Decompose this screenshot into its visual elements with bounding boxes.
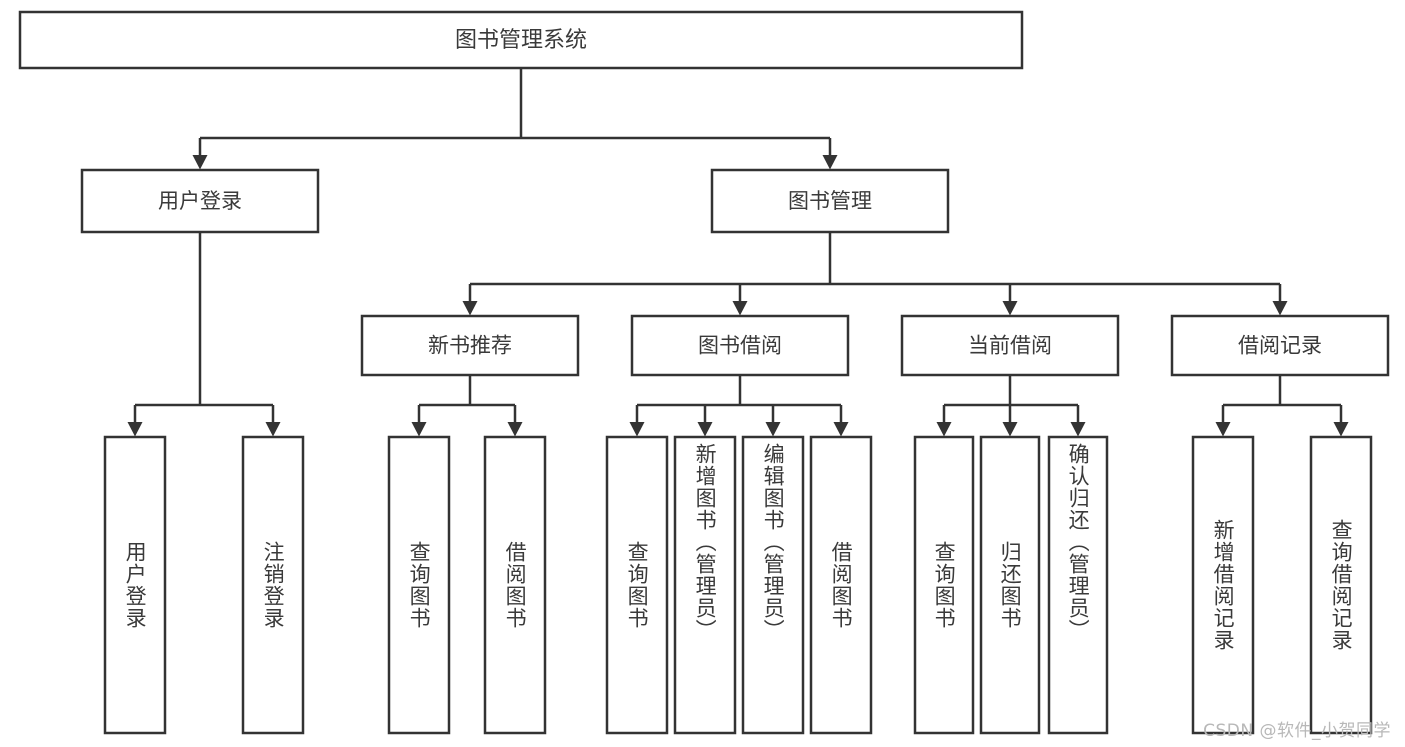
watermark-label: CSDN @软件_小贺同学: [1203, 721, 1391, 741]
node-leaf-add-borrow-record[interactable]: [1191, 435, 1255, 735]
arrow-head-icon: [1002, 422, 1018, 437]
node-leaf-add-book-admin[interactable]: [673, 435, 737, 735]
node-label-book-manage: 图书管理: [788, 189, 872, 213]
node-leaf-query-borrow-record[interactable]: [1309, 435, 1373, 735]
connector-group: [192, 68, 838, 170]
arrow-head-icon: [732, 301, 748, 316]
node-box-borrow-record[interactable]: [1170, 314, 1390, 377]
node-box-leaf-borrow-book[interactable]: [809, 435, 873, 735]
node-box-root[interactable]: [18, 10, 1024, 70]
node-new-book-recommend[interactable]: 新书推荐: [360, 314, 580, 377]
arrow-head-icon: [192, 155, 208, 170]
arrow-head-icon: [1272, 301, 1288, 316]
connector-group: [462, 232, 1288, 316]
arrow-head-icon: [1070, 422, 1086, 437]
node-leaf-borrow-book-rec[interactable]: [483, 435, 547, 735]
connector-group: [1215, 375, 1349, 437]
node-leaf-user-login[interactable]: [103, 435, 167, 735]
node-label-root: 图书管理系统: [455, 28, 587, 53]
arrow-head-icon: [507, 422, 523, 437]
connector-group: [629, 375, 849, 437]
arrow-head-icon: [411, 422, 427, 437]
node-label-book-borrow: 图书借阅: [698, 334, 782, 358]
node-leaf-query-book-rec[interactable]: [387, 435, 451, 735]
node-leaf-borrow-book[interactable]: [809, 435, 873, 735]
node-leaf-logout[interactable]: [241, 435, 305, 735]
node-box-leaf-query-book-borrow[interactable]: [605, 435, 669, 735]
node-box-leaf-logout[interactable]: [241, 435, 305, 735]
node-leaf-confirm-return-admin[interactable]: [1047, 435, 1109, 735]
arrow-head-icon: [1333, 422, 1349, 437]
node-box-leaf-add-borrow-record[interactable]: [1191, 435, 1255, 735]
node-current-borrow[interactable]: 当前借阅: [900, 314, 1120, 377]
arrow-head-icon: [462, 301, 478, 316]
node-label-user-login: 用户登录: [158, 189, 242, 213]
node-box-leaf-user-login[interactable]: [103, 435, 167, 735]
node-label-borrow-record: 借阅记录: [1238, 334, 1322, 358]
node-leaf-query-book-borrow[interactable]: [605, 435, 669, 735]
node-borrow-record[interactable]: 借阅记录: [1170, 314, 1390, 377]
node-leaf-return-book[interactable]: [979, 435, 1041, 735]
node-book-borrow[interactable]: 图书借阅: [630, 314, 850, 377]
node-user-login[interactable]: 用户登录: [80, 168, 320, 234]
connector-group: [411, 375, 523, 437]
arrow-head-icon: [833, 422, 849, 437]
node-box-leaf-query-book-current[interactable]: [913, 435, 975, 735]
arrow-head-icon: [765, 422, 781, 437]
arrow-head-icon: [265, 422, 281, 437]
arrow-head-icon: [1215, 422, 1231, 437]
arrow-head-icon: [629, 422, 645, 437]
node-box-current-borrow[interactable]: [900, 314, 1120, 377]
arrow-head-icon: [1002, 301, 1018, 316]
arrow-head-icon: [697, 422, 713, 437]
node-box-leaf-query-book-rec[interactable]: [387, 435, 451, 735]
node-leaf-query-book-current[interactable]: [913, 435, 975, 735]
node-root[interactable]: 图书管理系统: [18, 10, 1024, 70]
node-box-leaf-query-borrow-record[interactable]: [1309, 435, 1373, 735]
node-box-leaf-confirm-return-admin[interactable]: [1047, 435, 1109, 735]
node-label-current-borrow: 当前借阅: [968, 334, 1052, 358]
arrow-head-icon: [127, 422, 143, 437]
node-box-leaf-borrow-book-rec[interactable]: [483, 435, 547, 735]
node-box-leaf-edit-book-admin[interactable]: [741, 435, 805, 735]
connector-group: [936, 375, 1086, 437]
node-box-leaf-add-book-admin[interactable]: [673, 435, 737, 735]
node-box-new-book-recommend[interactable]: [360, 314, 580, 377]
node-box-leaf-return-book[interactable]: [979, 435, 1041, 735]
node-book-manage[interactable]: 图书管理: [710, 168, 950, 234]
arrow-head-icon: [822, 155, 838, 170]
node-leaf-edit-book-admin[interactable]: [741, 435, 805, 735]
arrow-head-icon: [936, 422, 952, 437]
edge-layer: [127, 68, 1349, 437]
node-box-book-borrow[interactable]: [630, 314, 850, 377]
node-label-new-book-recommend: 新书推荐: [428, 334, 512, 358]
node-box-book-manage[interactable]: [710, 168, 950, 234]
node-box-user-login[interactable]: [80, 168, 320, 234]
connector-group: [127, 232, 281, 437]
